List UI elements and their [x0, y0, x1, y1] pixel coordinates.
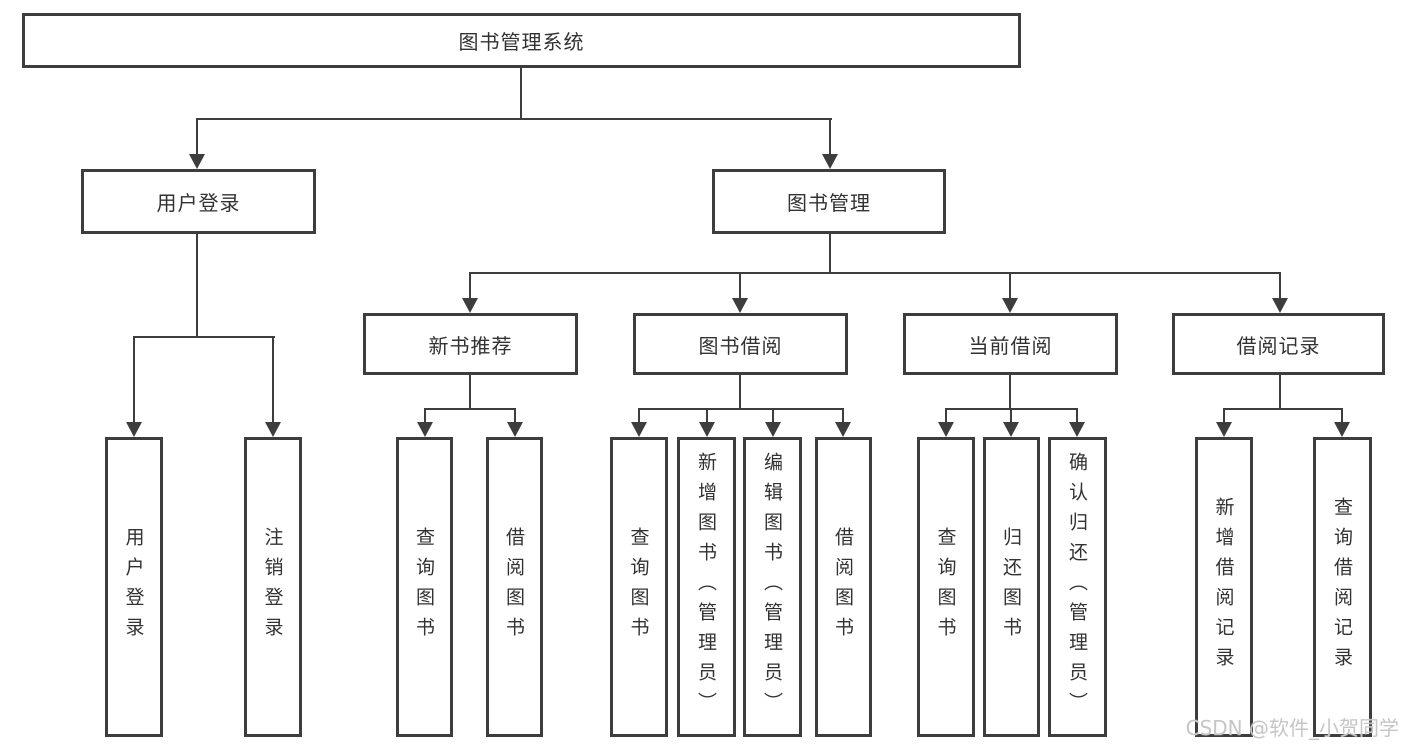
leaf-label: 查询图书: [934, 527, 957, 647]
connector-vline: [514, 408, 516, 422]
leaf-label: 借阅图书: [832, 527, 854, 647]
csdn-watermark: CSDN @软件_小贺同学: [1185, 716, 1399, 740]
leaf-label: 确认归还（管理员）: [1066, 452, 1088, 722]
arrow-down-icon: [265, 422, 281, 437]
node-user-login: 用户登录: [81, 169, 316, 234]
connector-vline: [1010, 408, 1012, 422]
leaf-label: 归还图书: [1000, 527, 1022, 647]
arrow-down-icon: [1003, 422, 1019, 437]
connector-vline: [424, 408, 426, 422]
leaf-user-login: 用户登录: [105, 437, 163, 737]
connector-vline: [133, 336, 135, 422]
leaf-recommend-borrow-books: 借阅图书: [486, 437, 543, 737]
connector-vline: [469, 375, 471, 408]
connector-vline: [638, 408, 640, 422]
leaf-current-return-books: 归还图书: [983, 437, 1040, 737]
leaf-records-add-record: 新增借阅记录: [1195, 437, 1253, 737]
leaf-label: 查询图书: [627, 527, 650, 647]
connector-hline: [1223, 408, 1343, 410]
arrow-down-icon: [699, 422, 715, 437]
connector-vline: [706, 408, 708, 422]
connector-hline: [638, 408, 844, 410]
connector-vline: [842, 408, 844, 422]
connector-hline: [424, 408, 516, 410]
leaf-borrow-add-books-admin: 新增图书（管理员）: [677, 437, 736, 737]
connector-vline: [1341, 408, 1343, 422]
arrow-down-icon: [835, 422, 851, 437]
arrow-down-icon: [462, 298, 478, 313]
node-book-borrow: 图书借阅: [633, 313, 848, 375]
arrow-down-icon: [126, 422, 142, 437]
node-root-library-system: 图书管理系统: [22, 13, 1021, 68]
arrow-down-icon: [507, 422, 523, 437]
leaf-logout: 注销登录: [244, 437, 302, 737]
arrow-down-icon: [189, 154, 205, 169]
connector-vline: [772, 408, 774, 422]
arrow-down-icon: [938, 422, 954, 437]
node-borrow-records: 借阅记录: [1172, 313, 1385, 375]
connector-hline: [196, 118, 832, 120]
node-current-borrow: 当前借阅: [903, 313, 1118, 375]
arrow-down-icon: [732, 298, 748, 313]
arrow-down-icon: [1002, 298, 1018, 313]
arrow-down-icon: [822, 154, 838, 169]
connector-vline: [1223, 408, 1225, 422]
connector-hline: [133, 336, 275, 338]
leaf-label: 查询图书: [413, 527, 435, 647]
connector-vline: [1009, 375, 1011, 408]
connector-vline: [1009, 272, 1011, 298]
connector-vline: [1279, 375, 1281, 408]
connector-vline: [272, 336, 274, 422]
leaf-label: 查询借阅记录: [1331, 497, 1353, 677]
leaf-label: 注销登录: [261, 527, 284, 647]
connector-vline: [829, 118, 831, 154]
connector-hline: [469, 272, 1281, 274]
leaf-label: 用户登录: [122, 527, 145, 647]
arrow-down-icon: [1272, 298, 1288, 313]
node-new-book-recommend: 新书推荐: [363, 313, 578, 375]
arrow-down-icon: [765, 422, 781, 437]
connector-vline: [1279, 272, 1281, 298]
arrow-down-icon: [1216, 422, 1232, 437]
leaf-label: 编辑图书（管理员）: [761, 452, 783, 722]
leaf-recommend-query-books: 查询图书: [396, 437, 453, 737]
connector-vline: [739, 272, 741, 298]
leaf-current-query-books: 查询图书: [917, 437, 975, 737]
leaf-borrow-query-books: 查询图书: [610, 437, 668, 737]
connector-vline: [520, 68, 522, 118]
arrow-down-icon: [417, 422, 433, 437]
connector-vline: [469, 272, 471, 298]
node-book-management: 图书管理: [712, 169, 946, 234]
leaf-label: 新增图书（管理员）: [695, 452, 717, 722]
connector-vline: [196, 234, 198, 336]
arrow-down-icon: [1334, 422, 1350, 437]
arrow-down-icon: [631, 422, 647, 437]
leaf-label: 借阅图书: [503, 527, 525, 647]
connector-vline: [945, 408, 947, 422]
leaf-borrow-borrow-books: 借阅图书: [815, 437, 872, 737]
connector-vline: [196, 118, 198, 154]
leaf-label: 新增借阅记录: [1212, 497, 1235, 677]
leaf-current-confirm-return-admin: 确认归还（管理员）: [1048, 437, 1107, 737]
leaf-borrow-edit-books-admin: 编辑图书（管理员）: [743, 437, 802, 737]
connector-vline: [1076, 408, 1078, 422]
connector-vline: [829, 234, 831, 272]
connector-vline: [739, 375, 741, 408]
arrow-down-icon: [1069, 422, 1085, 437]
leaf-records-query-record: 查询借阅记录: [1313, 437, 1372, 737]
